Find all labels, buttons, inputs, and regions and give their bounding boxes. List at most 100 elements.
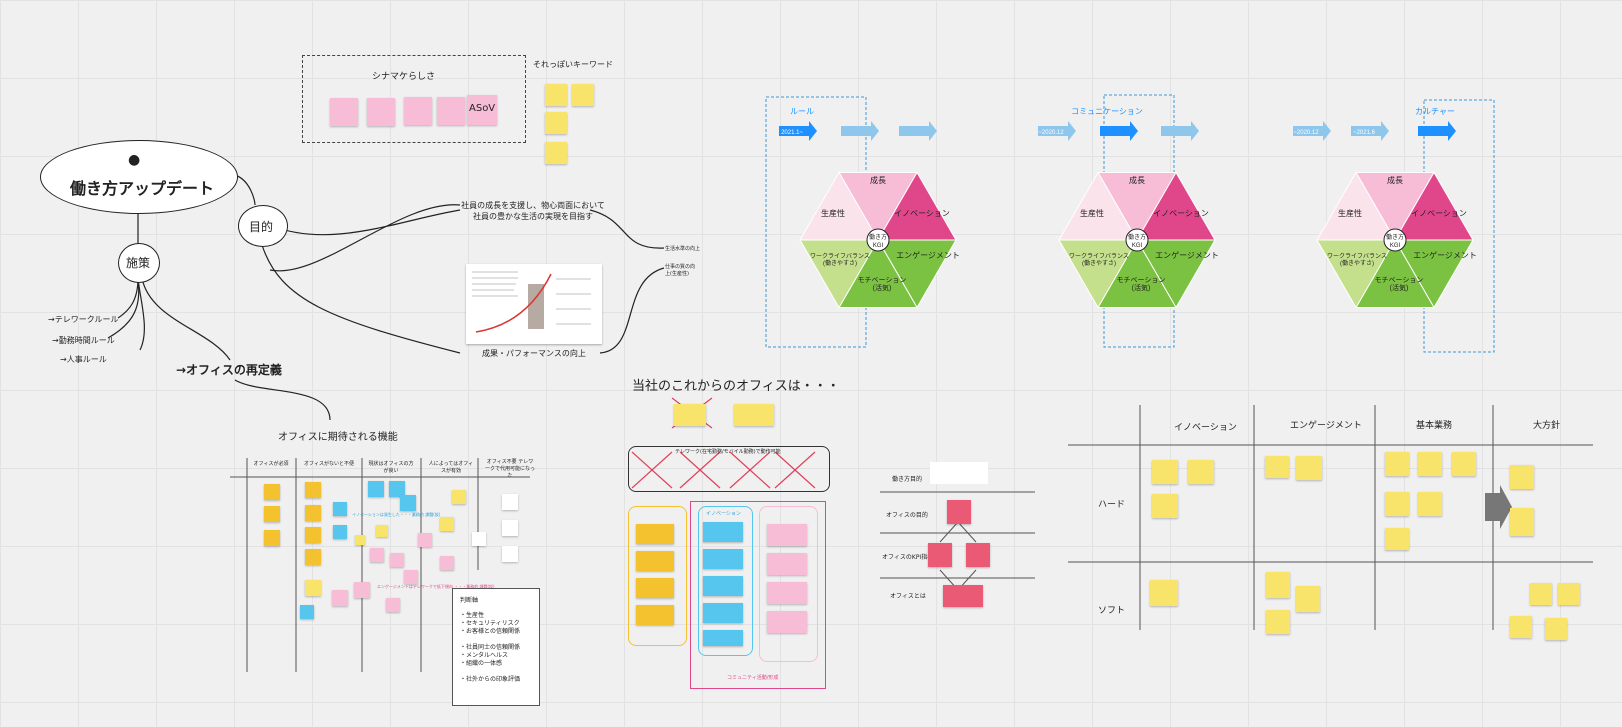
matrix-note[interactable] <box>1510 465 1534 489</box>
function-note[interactable] <box>368 481 384 497</box>
future-yellow-note[interactable] <box>636 524 674 544</box>
function-note[interactable] <box>305 549 321 565</box>
rule-hr[interactable]: →人事ルール <box>60 355 107 364</box>
function-note[interactable] <box>264 484 280 500</box>
matrix-note[interactable] <box>1510 508 1534 536</box>
future-pink-note[interactable] <box>767 582 807 604</box>
matrix-col-header: 基本業務 <box>1416 421 1453 431</box>
function-note[interactable] <box>332 590 348 606</box>
function-note[interactable] <box>264 530 280 546</box>
function-note[interactable] <box>472 532 486 546</box>
purpose-node[interactable] <box>238 205 288 247</box>
function-note[interactable] <box>502 520 518 536</box>
side-note-work: 仕事の質の向上(生産性) <box>665 264 696 277</box>
future-yellow-note[interactable] <box>636 605 674 625</box>
matrix-note[interactable] <box>1296 586 1320 612</box>
future-blue-note[interactable] <box>703 576 743 596</box>
matrix-note[interactable] <box>1385 452 1409 476</box>
matrix-note[interactable] <box>1530 583 1552 605</box>
matrix-note[interactable] <box>1152 460 1178 484</box>
function-note[interactable] <box>404 570 418 584</box>
function-note[interactable] <box>333 502 347 516</box>
function-note[interactable] <box>440 556 454 570</box>
kgi-label: KGI <box>1132 243 1143 249</box>
hex-label-innovation: イノベーション <box>894 209 950 218</box>
kgi-label: 働き方 <box>869 233 887 241</box>
matrix-note[interactable] <box>1188 460 1214 484</box>
future-yellow-note[interactable] <box>636 551 674 571</box>
criteria-item: ・組織の一体感 <box>460 660 503 667</box>
function-note[interactable] <box>305 527 321 543</box>
keyword-note[interactable] <box>545 142 567 164</box>
matrix-note[interactable] <box>1510 616 1532 638</box>
function-note[interactable] <box>440 517 454 531</box>
future-pink-note[interactable] <box>767 553 807 575</box>
function-note[interactable] <box>305 505 321 521</box>
function-note[interactable] <box>502 546 518 562</box>
matrix-note[interactable] <box>1152 494 1178 518</box>
culture-note-asov[interactable]: ASoV <box>467 95 497 125</box>
function-note[interactable] <box>390 553 404 567</box>
function-note[interactable] <box>389 481 405 497</box>
rule-telework[interactable]: →テレワークルール <box>48 315 119 324</box>
function-note[interactable] <box>354 582 370 598</box>
function-note[interactable] <box>400 495 416 511</box>
future-yellow-note[interactable] <box>636 578 674 598</box>
function-note[interactable] <box>370 548 384 562</box>
future-pink-note[interactable] <box>767 611 807 633</box>
culture-note[interactable] <box>404 97 432 125</box>
function-note[interactable] <box>376 525 388 537</box>
matrix-note[interactable] <box>1150 580 1178 606</box>
culture-note[interactable] <box>367 98 395 126</box>
future-pink-note[interactable] <box>767 524 807 546</box>
keyword-note[interactable] <box>572 84 594 106</box>
hex-label-worklife: (働きやすさ) <box>1082 259 1116 267</box>
matrix-note[interactable] <box>1266 572 1290 598</box>
matrix-note[interactable] <box>1418 492 1442 516</box>
matrix-note[interactable] <box>1385 528 1409 550</box>
culture-note[interactable] <box>437 97 465 125</box>
future-note[interactable] <box>674 404 706 426</box>
matrix-note[interactable] <box>1452 452 1476 476</box>
matrix-note[interactable] <box>1418 452 1442 476</box>
function-note[interactable] <box>418 533 432 547</box>
criteria-title: 判断軸 <box>460 597 479 604</box>
rule-hours[interactable]: →勤務時間ルール <box>52 336 115 345</box>
function-note[interactable] <box>333 525 347 539</box>
function-note[interactable] <box>355 535 365 545</box>
matrix-note[interactable] <box>1558 583 1580 605</box>
telework-bar <box>628 446 830 492</box>
keyword-note[interactable] <box>545 112 567 134</box>
col-header: 人によってはオフィスが有効 <box>428 461 474 474</box>
function-note[interactable] <box>502 494 518 510</box>
office-redefine[interactable]: →オフィスの再定義 <box>176 363 282 377</box>
measures-node[interactable] <box>118 243 160 283</box>
matrix-note[interactable] <box>1265 456 1289 478</box>
future-blue-note[interactable] <box>703 522 743 542</box>
keyword-note[interactable] <box>545 84 567 106</box>
function-note[interactable] <box>264 506 280 522</box>
future-blue-note[interactable] <box>703 630 743 646</box>
matrix-note[interactable] <box>1385 492 1409 516</box>
matrix-note[interactable] <box>1296 456 1322 480</box>
function-note[interactable] <box>305 482 321 498</box>
function-note[interactable] <box>305 580 321 596</box>
kpi-note[interactable] <box>947 500 971 524</box>
future-blue-note[interactable] <box>703 603 743 623</box>
culture-note[interactable] <box>330 98 358 126</box>
kpi-note[interactable] <box>966 543 990 567</box>
chart-thumbnail[interactable] <box>466 264 602 344</box>
matrix-note[interactable] <box>1266 610 1290 634</box>
hex-label-worklife: ワークライフバランス <box>1069 253 1129 260</box>
future-note[interactable] <box>734 404 774 426</box>
future-blue-note[interactable] <box>703 549 743 569</box>
function-note[interactable] <box>386 598 400 612</box>
root-node[interactable] <box>40 140 238 214</box>
kpi-note[interactable] <box>943 585 983 607</box>
function-note[interactable] <box>300 605 314 619</box>
function-note[interactable] <box>452 490 466 504</box>
matrix-note[interactable] <box>1545 618 1567 640</box>
matrix-col-header: 大方針 <box>1533 421 1561 431</box>
hex-label-growth: 成長 <box>1387 175 1403 185</box>
kpi-note[interactable] <box>928 543 952 567</box>
